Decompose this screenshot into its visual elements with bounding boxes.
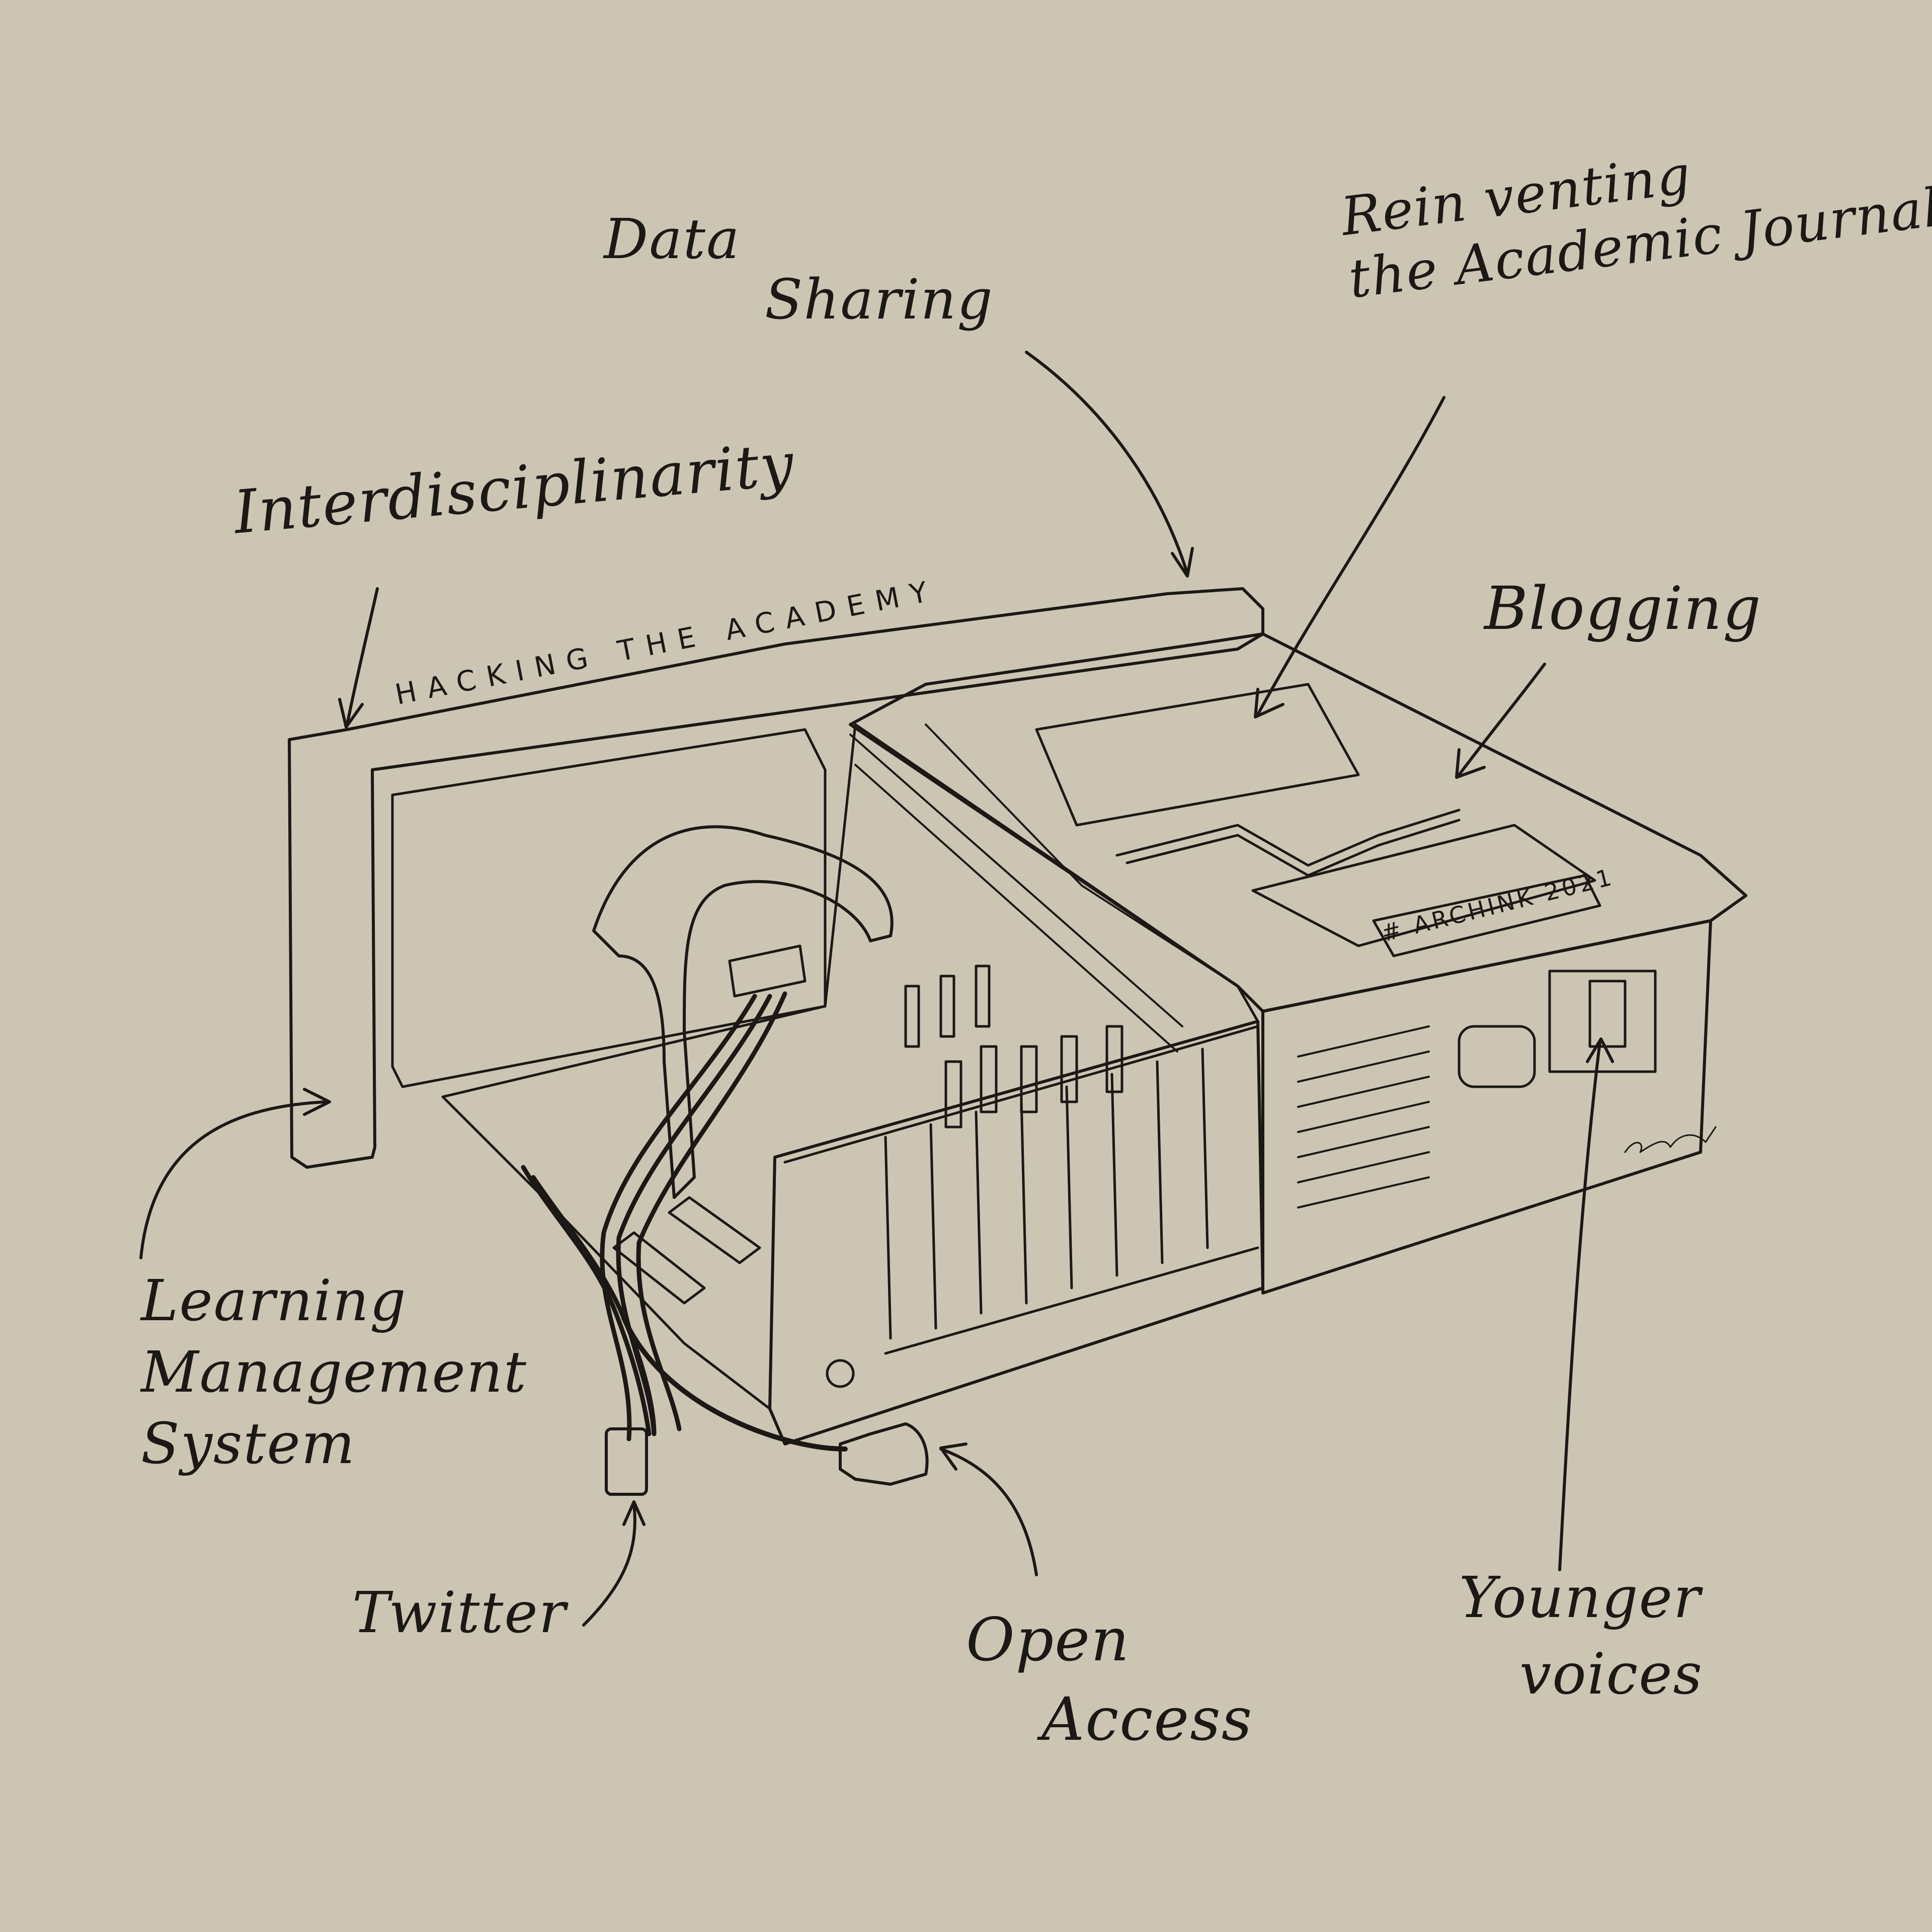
label-younger-voices-line1: Younger [1459, 1565, 1702, 1631]
arrows [139, 351, 1614, 1627]
label-twitter: Twitter [352, 1580, 567, 1646]
power-socket [1458, 1025, 1536, 1088]
ribbon-cable [592, 825, 894, 1199]
drive-bay [391, 728, 827, 1088]
arrow-open-access [939, 1447, 1038, 1576]
artist-signature [1624, 1126, 1717, 1153]
rj45-connector [605, 1427, 648, 1496]
arrow-reinventing [1256, 396, 1445, 716]
back-panel [768, 1020, 1264, 1445]
label-data-sharing-line1: Data [604, 207, 741, 271]
arrow-twitter [582, 1503, 636, 1627]
arrow-data-sharing [1025, 351, 1189, 575]
label-data-sharing: Data Sharing [604, 211, 994, 327]
label-open-access-line2: Access [1041, 1684, 1253, 1754]
expansion-slots [783, 1025, 1259, 1388]
cable-bundle [521, 991, 848, 1452]
motherboard [441, 723, 1259, 1410]
arrow-lms [139, 1100, 329, 1259]
label-open-access-line1: Open [966, 1605, 1131, 1674]
label-younger-voices-line2: voices [1519, 1642, 1704, 1707]
label-lms-line1: Learning [141, 1268, 407, 1334]
arrow-blogging [1458, 663, 1546, 776]
label-data-sharing-line2: Sharing [765, 267, 994, 332]
side-panel [1261, 919, 1712, 1295]
top-lid [849, 632, 1747, 1013]
arrow-younger-voices [1558, 1040, 1601, 1571]
label-open-access: Open Access [966, 1610, 1253, 1749]
side-vents [1297, 1025, 1430, 1209]
label-younger-voices: Younger voices [1459, 1570, 1703, 1703]
power-switch [1548, 970, 1657, 1073]
label-lms-line2: Management [141, 1340, 527, 1405]
label-lms-line3: System [141, 1411, 356, 1477]
power-plug [839, 1422, 929, 1486]
front-panel [288, 587, 1264, 1169]
label-blogging: Blogging [1484, 574, 1762, 643]
arrow-interdisciplinarity [346, 587, 379, 726]
label-lms: Learning Management System [141, 1273, 527, 1472]
